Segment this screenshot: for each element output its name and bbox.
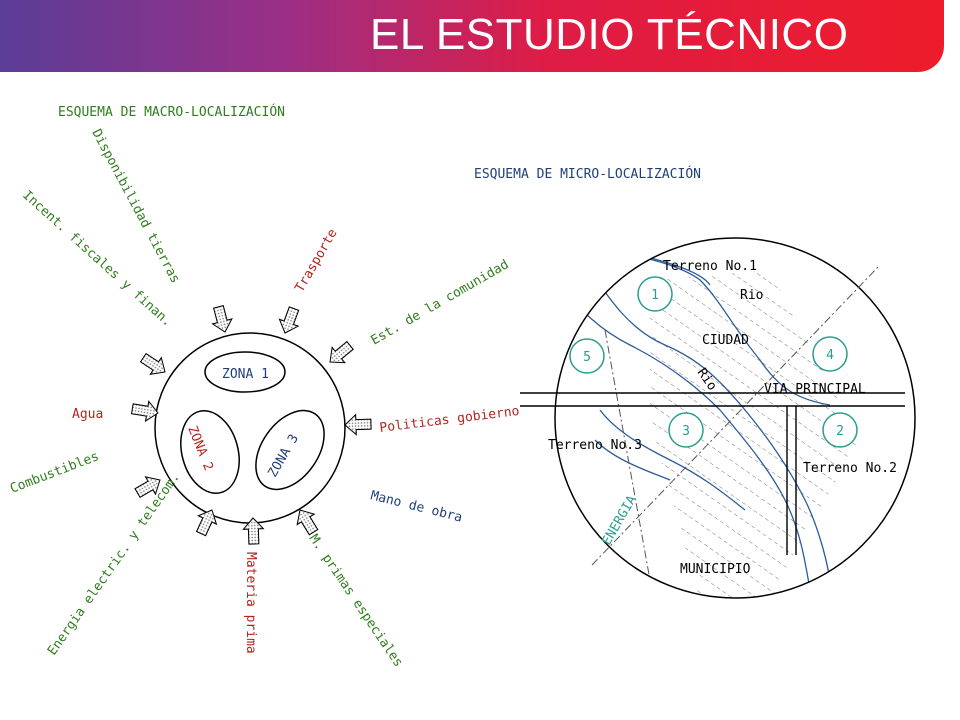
factor-trasporte: Trasporte — [292, 226, 340, 295]
factor-arrow — [278, 306, 300, 334]
factor-incentivos-fiscales: Incent. fiscales y finan. — [19, 188, 174, 330]
site-3: 3 — [668, 412, 704, 448]
site-4: 4 — [812, 336, 848, 372]
header-banner: EL ESTUDIO TÉCNICO — [0, 0, 944, 72]
rio-label-top: Rio — [740, 288, 763, 303]
site-4-label: 4 — [826, 348, 834, 363]
factor-agua: Agua — [72, 407, 103, 422]
ciudad-label: CIUDAD — [702, 333, 749, 348]
factor-energia-electrica: Energia electric. y telecom. — [45, 470, 183, 658]
factor-arrow — [211, 304, 233, 333]
zone-3-ellipse — [255, 409, 325, 491]
factor-arrow — [139, 352, 166, 375]
site-5: 5 — [569, 338, 605, 374]
micro-map — [559, 249, 860, 598]
terreno-1-label: Terreno No.1 — [663, 259, 757, 274]
river-branch-c — [599, 409, 746, 511]
factor-arrow — [329, 340, 354, 364]
factor-mano-de-obra: Mano de obra — [369, 488, 464, 525]
factor-arrow — [130, 400, 159, 423]
river-line-a — [589, 269, 831, 581]
page-title: EL ESTUDIO TÉCNICO — [370, 10, 849, 59]
factor-arrows — [130, 304, 372, 545]
river-branch-a — [599, 249, 831, 406]
factor-arrow — [242, 517, 265, 545]
zone-2-ellipse — [180, 410, 240, 494]
factor-arrow — [344, 413, 372, 436]
via-principal-label: VIA PRINCIPAL — [764, 382, 866, 397]
site-2: 2 — [822, 412, 858, 448]
factor-politicas-gobierno: Politicas gobierno — [379, 404, 521, 436]
factor-arrow — [195, 509, 218, 537]
factor-materias-primas-especiales: M. primas especiales — [306, 532, 406, 670]
river-line-b — [559, 284, 811, 591]
factor-est-comunidad: Est. de la comunidad — [369, 257, 512, 348]
terreno-3-label: Terreno No.3 — [548, 438, 642, 453]
factor-materia-prima: Materia prima — [243, 552, 258, 654]
municipio-label: MUNICIPIO — [680, 562, 751, 577]
terreno-2-label: Terreno No.2 — [803, 461, 897, 476]
macro-title: ESQUEMA DE MACRO-LOCALIZACIÓN — [58, 104, 285, 120]
river-branch-d — [594, 439, 671, 481]
micro-title: ESQUEMA DE MICRO-LOCALIZACIÓN — [474, 166, 701, 182]
micro-region-circle — [554, 237, 916, 599]
factor-arrow — [134, 476, 161, 499]
factor-arrow — [296, 509, 319, 536]
zone-1-label: ZONA 1 — [222, 367, 269, 382]
factor-combustibles: Combustibles — [8, 449, 101, 497]
site-2-label: 2 — [836, 424, 844, 439]
city-hatch-area — [650, 270, 860, 598]
site-5-label: 5 — [583, 350, 591, 365]
site-3-label: 3 — [682, 424, 690, 439]
zone-1-ellipse — [204, 351, 286, 393]
energia-label: ENERGIA — [599, 493, 639, 548]
energy-line — [591, 264, 881, 566]
site-1: 1 — [637, 276, 673, 312]
site-1-label: 1 — [651, 288, 659, 303]
dashed-line-vertical — [604, 329, 651, 581]
